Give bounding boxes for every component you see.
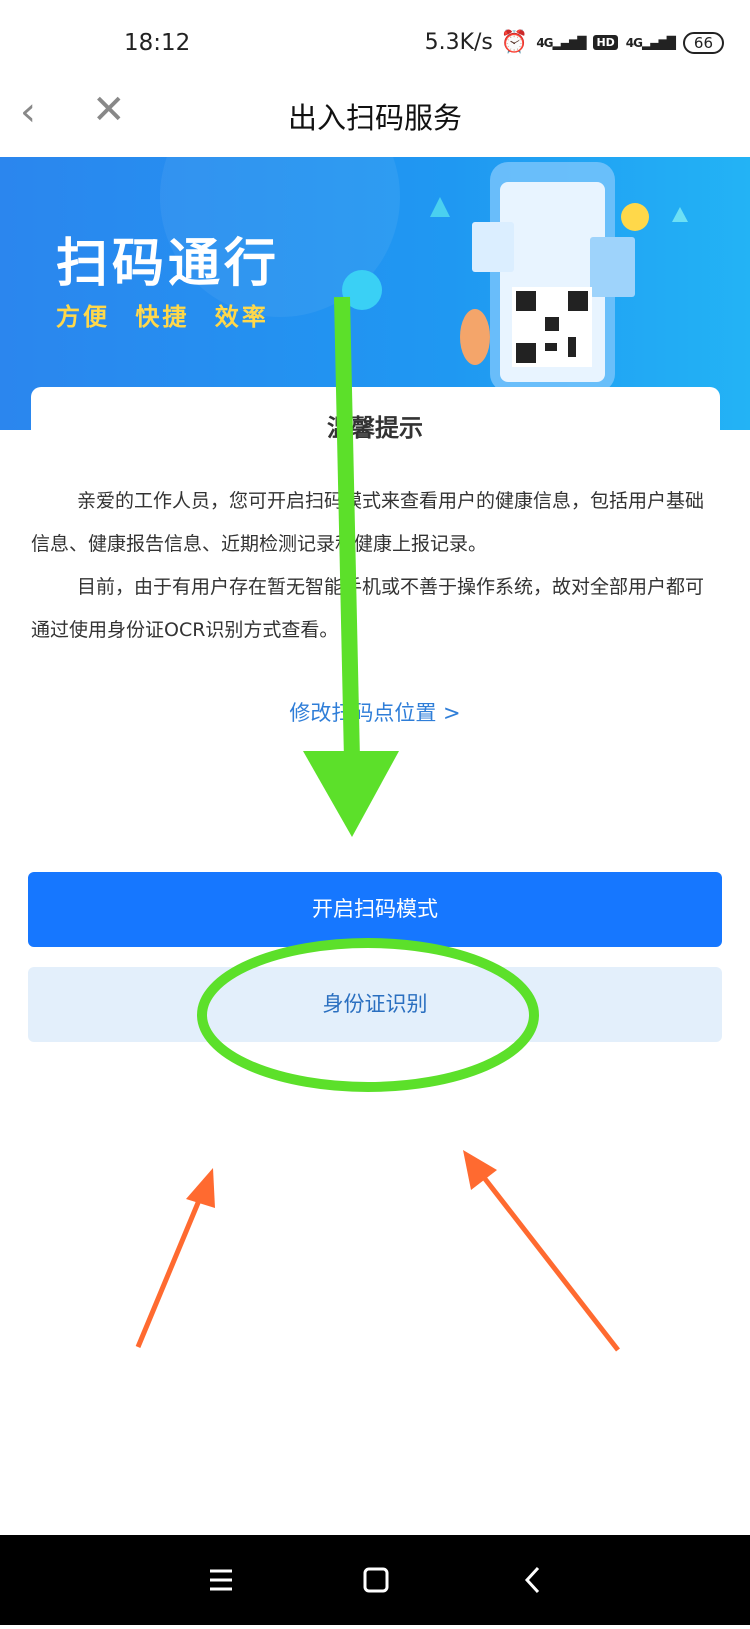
chevron-left-icon[interactable]: ‹ (20, 89, 36, 135)
system-nav-icons (210, 1566, 540, 1594)
hd-icon: HD (593, 35, 618, 50)
sim2-label: 4G (625, 35, 643, 50)
banner-title: 扫码通行 (56, 234, 281, 294)
notice-paragraph: 目前，由于有用户存在暂无智能手机或不善于操作系统，故对全部用户都可通过使用身份证… (31, 576, 705, 641)
menu-icon[interactable] (210, 1569, 232, 1591)
banner-subtitle: 方便 快捷 效率 (56, 303, 269, 331)
green-arrow-head (303, 751, 399, 837)
modify-scan-location-link[interactable]: 修改扫码点位置 > (289, 701, 461, 725)
page-title: 出入扫码服务 (287, 101, 462, 135)
sim1-label: 4G (536, 35, 553, 50)
notice-card (31, 387, 720, 687)
signal-icon-2: 4G▂▄▆█ (625, 35, 676, 50)
banner-illustration (160, 157, 688, 392)
back-icon[interactable] (524, 1566, 540, 1594)
notice-title: 温馨提示 (327, 414, 423, 442)
nav-bar: ‹ ✕ 出入扫码服务 (0, 75, 750, 157)
id-card-recognition-button[interactable]: 身份证识别 (28, 967, 722, 1042)
alarm-icon: ⏰ (500, 30, 529, 55)
net-speed: 5.3K/s (424, 30, 493, 55)
orange-arrow-left (135, 1168, 215, 1348)
close-icon[interactable]: ✕ (92, 87, 126, 133)
orange-arrow-right (463, 1150, 620, 1352)
status-bar: 18:12 5.3K/s ⏰ 4G▂▄▆█ HD 4G▂▄▆█ 66 (0, 0, 750, 75)
banner: 扫码通行 方便 快捷 效率 (0, 157, 750, 430)
scan-mode-button[interactable]: 开启扫码模式 (28, 872, 722, 947)
status-icons: 5.3K/s ⏰ 4G▂▄▆█ HD 4G▂▄▆█ 66 (425, 30, 724, 55)
notice-paragraph: 亲爱的工作人员，您可开启扫码模式来查看用户的健康信息，包括用户基础信息、健康报告… (31, 490, 705, 555)
clock: 18:12 (124, 30, 191, 56)
system-nav-bar (0, 1535, 750, 1625)
home-icon[interactable] (363, 1567, 389, 1593)
battery-icon: 66 (682, 31, 724, 54)
signal-icon: 4G▂▄▆█ (536, 35, 586, 50)
